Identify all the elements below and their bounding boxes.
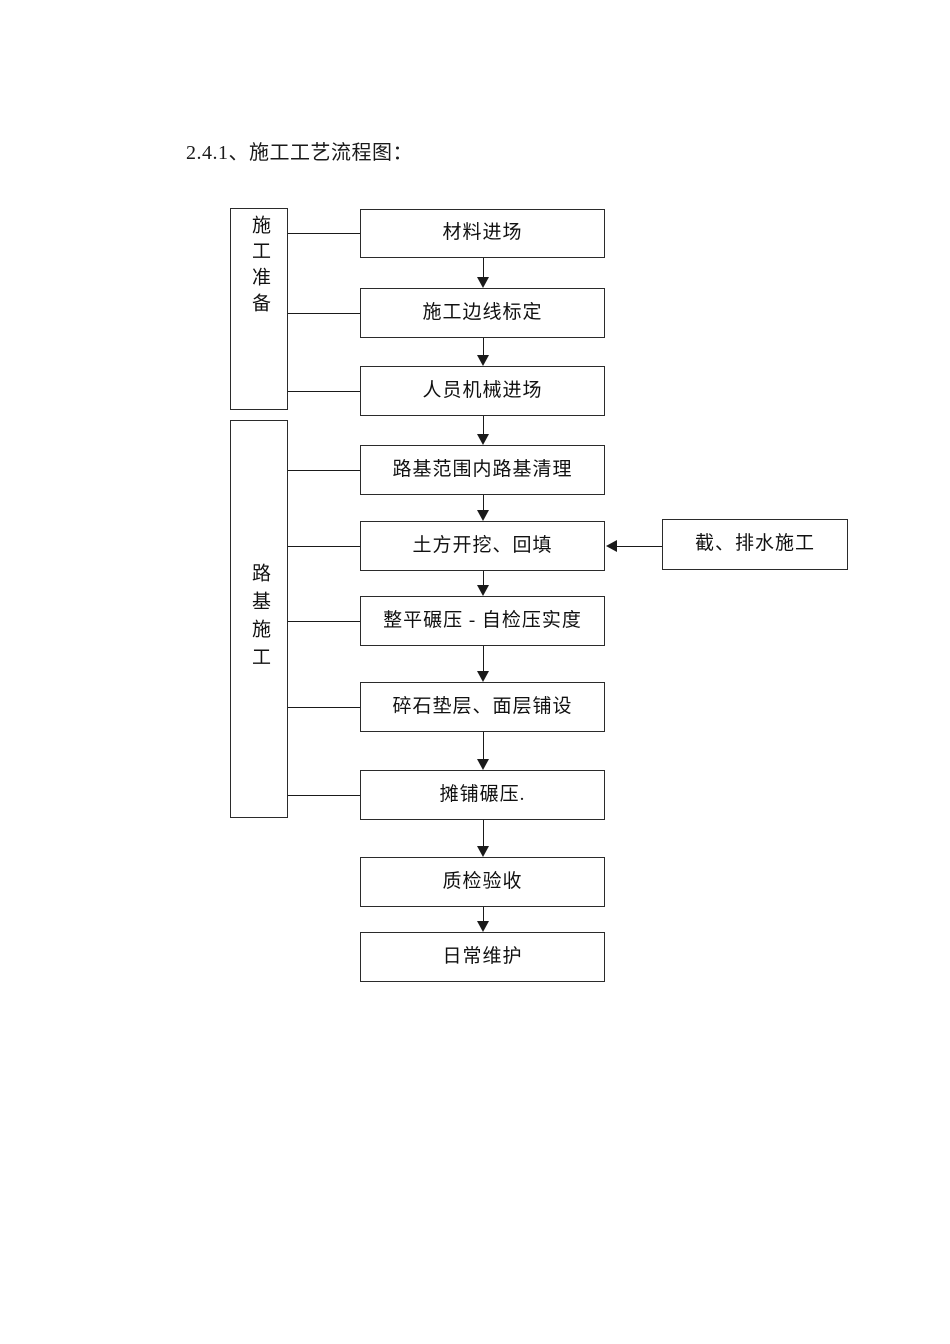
- connector-line-s3-s4: [483, 416, 484, 434]
- connector-subgrade-to-leveling-rolling: [288, 621, 360, 622]
- connector-prep-to-personnel-machinery: [288, 391, 360, 392]
- flow-step-gravel-base-surface-laying: 碎石垫层、面层铺设: [360, 682, 605, 732]
- connector-line-drainage-to-earthwork: [617, 546, 662, 547]
- flow-step-label: 土方开挖、回填: [412, 534, 553, 556]
- connector-prep-to-boundary-marking: [288, 313, 360, 314]
- arrow-down-icon-s8-s9: [477, 846, 489, 857]
- arrow-down-icon-s5-s6: [477, 585, 489, 596]
- arrow-down-icon-s2-s3: [477, 355, 489, 366]
- flow-step-construction-boundary-marking: 施工边线标定: [360, 288, 605, 338]
- flow-step-label: 摊铺碾压.: [439, 783, 526, 805]
- arrow-down-icon-s9-s10: [477, 921, 489, 932]
- connector-line-s5-s6: [483, 571, 484, 585]
- arrow-left-icon-drainage-to-earthwork: [606, 540, 617, 552]
- flow-step-label: 人员机械进场: [422, 379, 543, 401]
- connector-subgrade-to-gravel-laying: [288, 707, 360, 708]
- flow-step-label: 路基范围内路基清理: [392, 458, 573, 480]
- page-title: 2.4.1、施工工艺流程图：: [186, 142, 413, 164]
- phase-box-subgrade-construction: 路基施工: [230, 420, 288, 818]
- phase-label-subgrade-construction: 路基施工: [248, 563, 270, 675]
- connector-subgrade-to-earthwork: [288, 546, 360, 547]
- arrow-down-icon-s6-s7: [477, 671, 489, 682]
- connector-line-s4-s5: [483, 495, 484, 510]
- flow-step-earthwork-excavation-backfill: 土方开挖、回填: [360, 521, 605, 571]
- flow-step-material-arrival: 材料进场: [360, 209, 605, 258]
- flow-step-label: 整平碾压 - 自检压实度: [383, 609, 582, 631]
- connector-line-s8-s9: [483, 820, 484, 846]
- flow-step-interception-drainage-construction: 截、排水施工: [662, 519, 848, 570]
- connector-subgrade-to-paving-rolling: [288, 795, 360, 796]
- flow-step-label: 施工边线标定: [422, 301, 543, 323]
- flow-step-label: 质检验收: [442, 870, 523, 892]
- arrow-down-icon-s7-s8: [477, 759, 489, 770]
- flow-step-personnel-machinery-arrival: 人员机械进场: [360, 366, 605, 416]
- connector-prep-to-material-arrival: [288, 233, 360, 234]
- flow-step-subgrade-area-clearing: 路基范围内路基清理: [360, 445, 605, 495]
- connector-subgrade-to-area-clearing: [288, 470, 360, 471]
- phase-label-construction-preparation: 施工准备: [248, 215, 270, 319]
- connector-line-s1-s2: [483, 258, 484, 277]
- connector-line-s7-s8: [483, 732, 484, 759]
- flow-step-label: 截、排水施工: [694, 533, 815, 555]
- arrow-down-icon-s4-s5: [477, 510, 489, 521]
- arrow-down-icon-s1-s2: [477, 277, 489, 288]
- flow-step-leveling-rolling-self-inspection: 整平碾压 - 自检压实度: [360, 596, 605, 646]
- arrow-down-icon-s3-s4: [477, 434, 489, 445]
- flow-step-label: 材料进场: [442, 222, 523, 244]
- connector-line-s9-s10: [483, 907, 484, 921]
- connector-line-s2-s3: [483, 338, 484, 355]
- flow-step-paving-rolling: 摊铺碾压.: [360, 770, 605, 820]
- flow-step-label: 日常维护: [442, 945, 523, 967]
- connector-line-s6-s7: [483, 646, 484, 671]
- flow-step-quality-inspection-acceptance: 质检验收: [360, 857, 605, 907]
- flow-step-label: 碎石垫层、面层铺设: [392, 695, 573, 717]
- flow-step-routine-maintenance: 日常维护: [360, 932, 605, 982]
- phase-box-construction-preparation: 施工准备: [230, 208, 288, 410]
